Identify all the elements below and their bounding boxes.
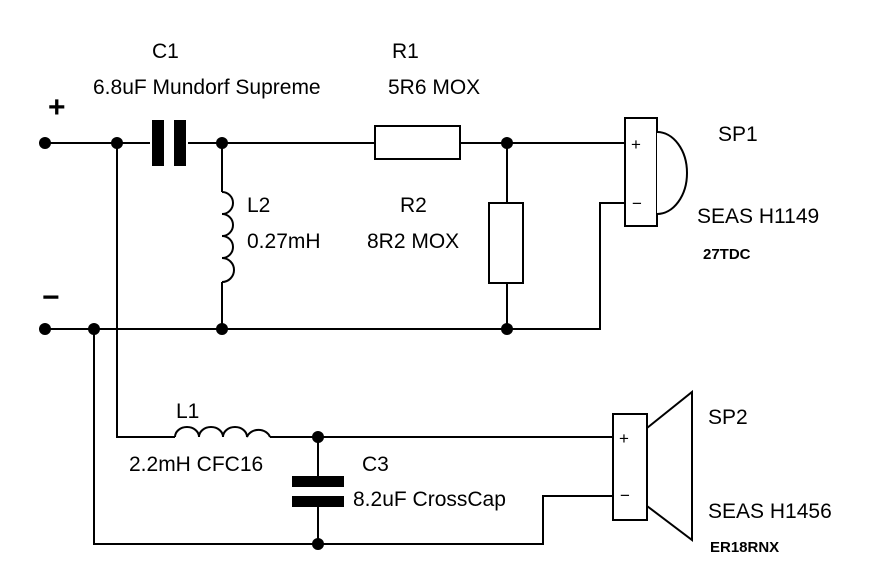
l1-ref: L1 <box>176 400 199 423</box>
junction-dot <box>501 323 513 335</box>
r2-value: 8R2 MOX <box>367 230 459 253</box>
c1-capacitor <box>152 120 186 166</box>
junction-dot <box>111 137 123 149</box>
plus-terminal-label: + <box>48 91 66 124</box>
sp2-pin-plus: + <box>619 429 629 448</box>
sp2-model: SEAS H1456 <box>708 500 832 523</box>
c3-ref: C3 <box>362 453 389 476</box>
l2-inductor <box>221 191 235 283</box>
junction-dot <box>501 137 513 149</box>
junction-dot <box>312 538 324 550</box>
sp2-pin-minus: − <box>620 486 630 505</box>
r1-ref: R1 <box>392 40 419 63</box>
wires <box>45 142 625 545</box>
l2-ref: L2 <box>247 194 270 217</box>
junction-dot <box>312 431 324 443</box>
l1-inductor <box>174 426 271 438</box>
l2-value: 0.27mH <box>247 230 321 253</box>
sp2-sub-model: ER18RNX <box>710 539 779 556</box>
sp2-speaker-symbol <box>612 389 693 543</box>
r1-resistor <box>374 125 461 160</box>
r2-ref: R2 <box>400 194 427 217</box>
sp1-ref: SP1 <box>718 123 758 146</box>
junction-dot <box>216 137 228 149</box>
sp1-model: SEAS H1149 <box>697 205 819 228</box>
minus-terminal-label: − <box>42 281 60 314</box>
c3-capacitor <box>292 476 344 507</box>
r1-value: 5R6 MOX <box>388 76 480 99</box>
junction-dots <box>39 137 513 550</box>
sp1-speaker-symbol <box>624 117 688 227</box>
junction-dot <box>39 323 51 335</box>
junction-dot <box>39 137 51 149</box>
sp1-sub-model: 27TDC <box>703 246 751 263</box>
sp2-ref: SP2 <box>708 406 748 429</box>
r2-resistor <box>488 202 524 284</box>
junction-dot <box>88 323 100 335</box>
junction-dot <box>216 323 228 335</box>
c1-value: 6.8uF Mundorf Supreme <box>93 76 321 99</box>
sp1-pin-minus: − <box>632 194 642 213</box>
sp1-pin-plus: + <box>631 135 641 154</box>
c3-value: 8.2uF CrossCap <box>353 488 506 511</box>
l1-value: 2.2mH CFC16 <box>129 453 263 476</box>
c1-ref: C1 <box>152 40 179 63</box>
